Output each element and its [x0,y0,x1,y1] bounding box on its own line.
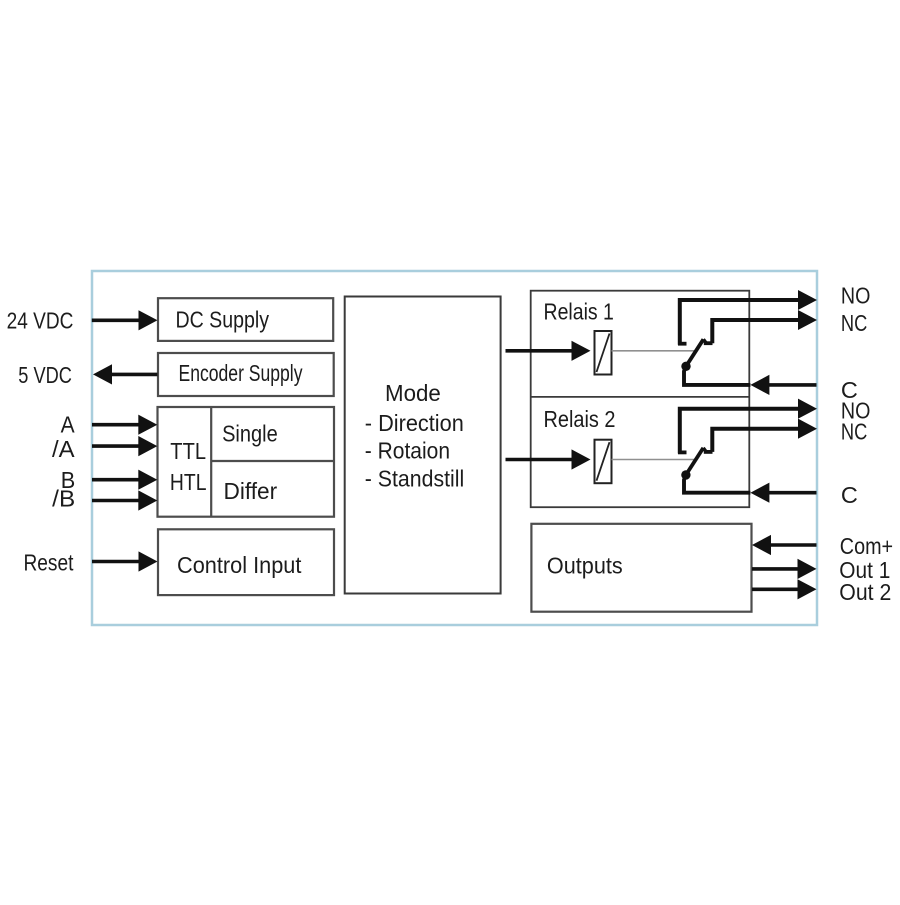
svg-text:/B: /B [52,486,75,512]
svg-text:Out 1: Out 1 [839,557,890,583]
svg-text:HTL: HTL [170,469,207,495]
svg-text:Single: Single [222,421,278,447]
svg-text:- Rotaion: - Rotaion [365,438,450,464]
svg-text:Com+: Com+ [840,533,893,559]
svg-text:- Standstill: - Standstill [365,466,464,492]
svg-text:B: B [61,467,76,493]
svg-text:Outputs: Outputs [547,553,623,579]
svg-text:5 VDC: 5 VDC [18,362,72,388]
svg-text:- Direction: - Direction [365,410,464,436]
svg-text:Encoder Supply: Encoder Supply [179,360,303,386]
svg-text:Mode: Mode [385,380,441,406]
svg-text:Relais 1: Relais 1 [544,299,614,325]
svg-text:Control Input: Control Input [177,552,302,578]
svg-text:Out 2: Out 2 [839,579,891,605]
svg-text:DC Supply: DC Supply [176,307,270,333]
svg-text:Relais 2: Relais 2 [544,406,616,432]
svg-text:Differ: Differ [224,478,278,504]
svg-text:C: C [841,377,858,403]
svg-text:C: C [841,482,858,508]
svg-text:NO: NO [841,282,871,308]
svg-text:TTL: TTL [170,438,206,464]
svg-text:NC: NC [841,418,867,444]
svg-text:NO: NO [841,398,871,424]
svg-text:Reset: Reset [24,549,74,575]
svg-text:A: A [61,412,75,438]
svg-text:24 VDC: 24 VDC [7,308,74,334]
svg-text:/A: /A [52,436,75,462]
svg-text:NC: NC [841,310,867,336]
